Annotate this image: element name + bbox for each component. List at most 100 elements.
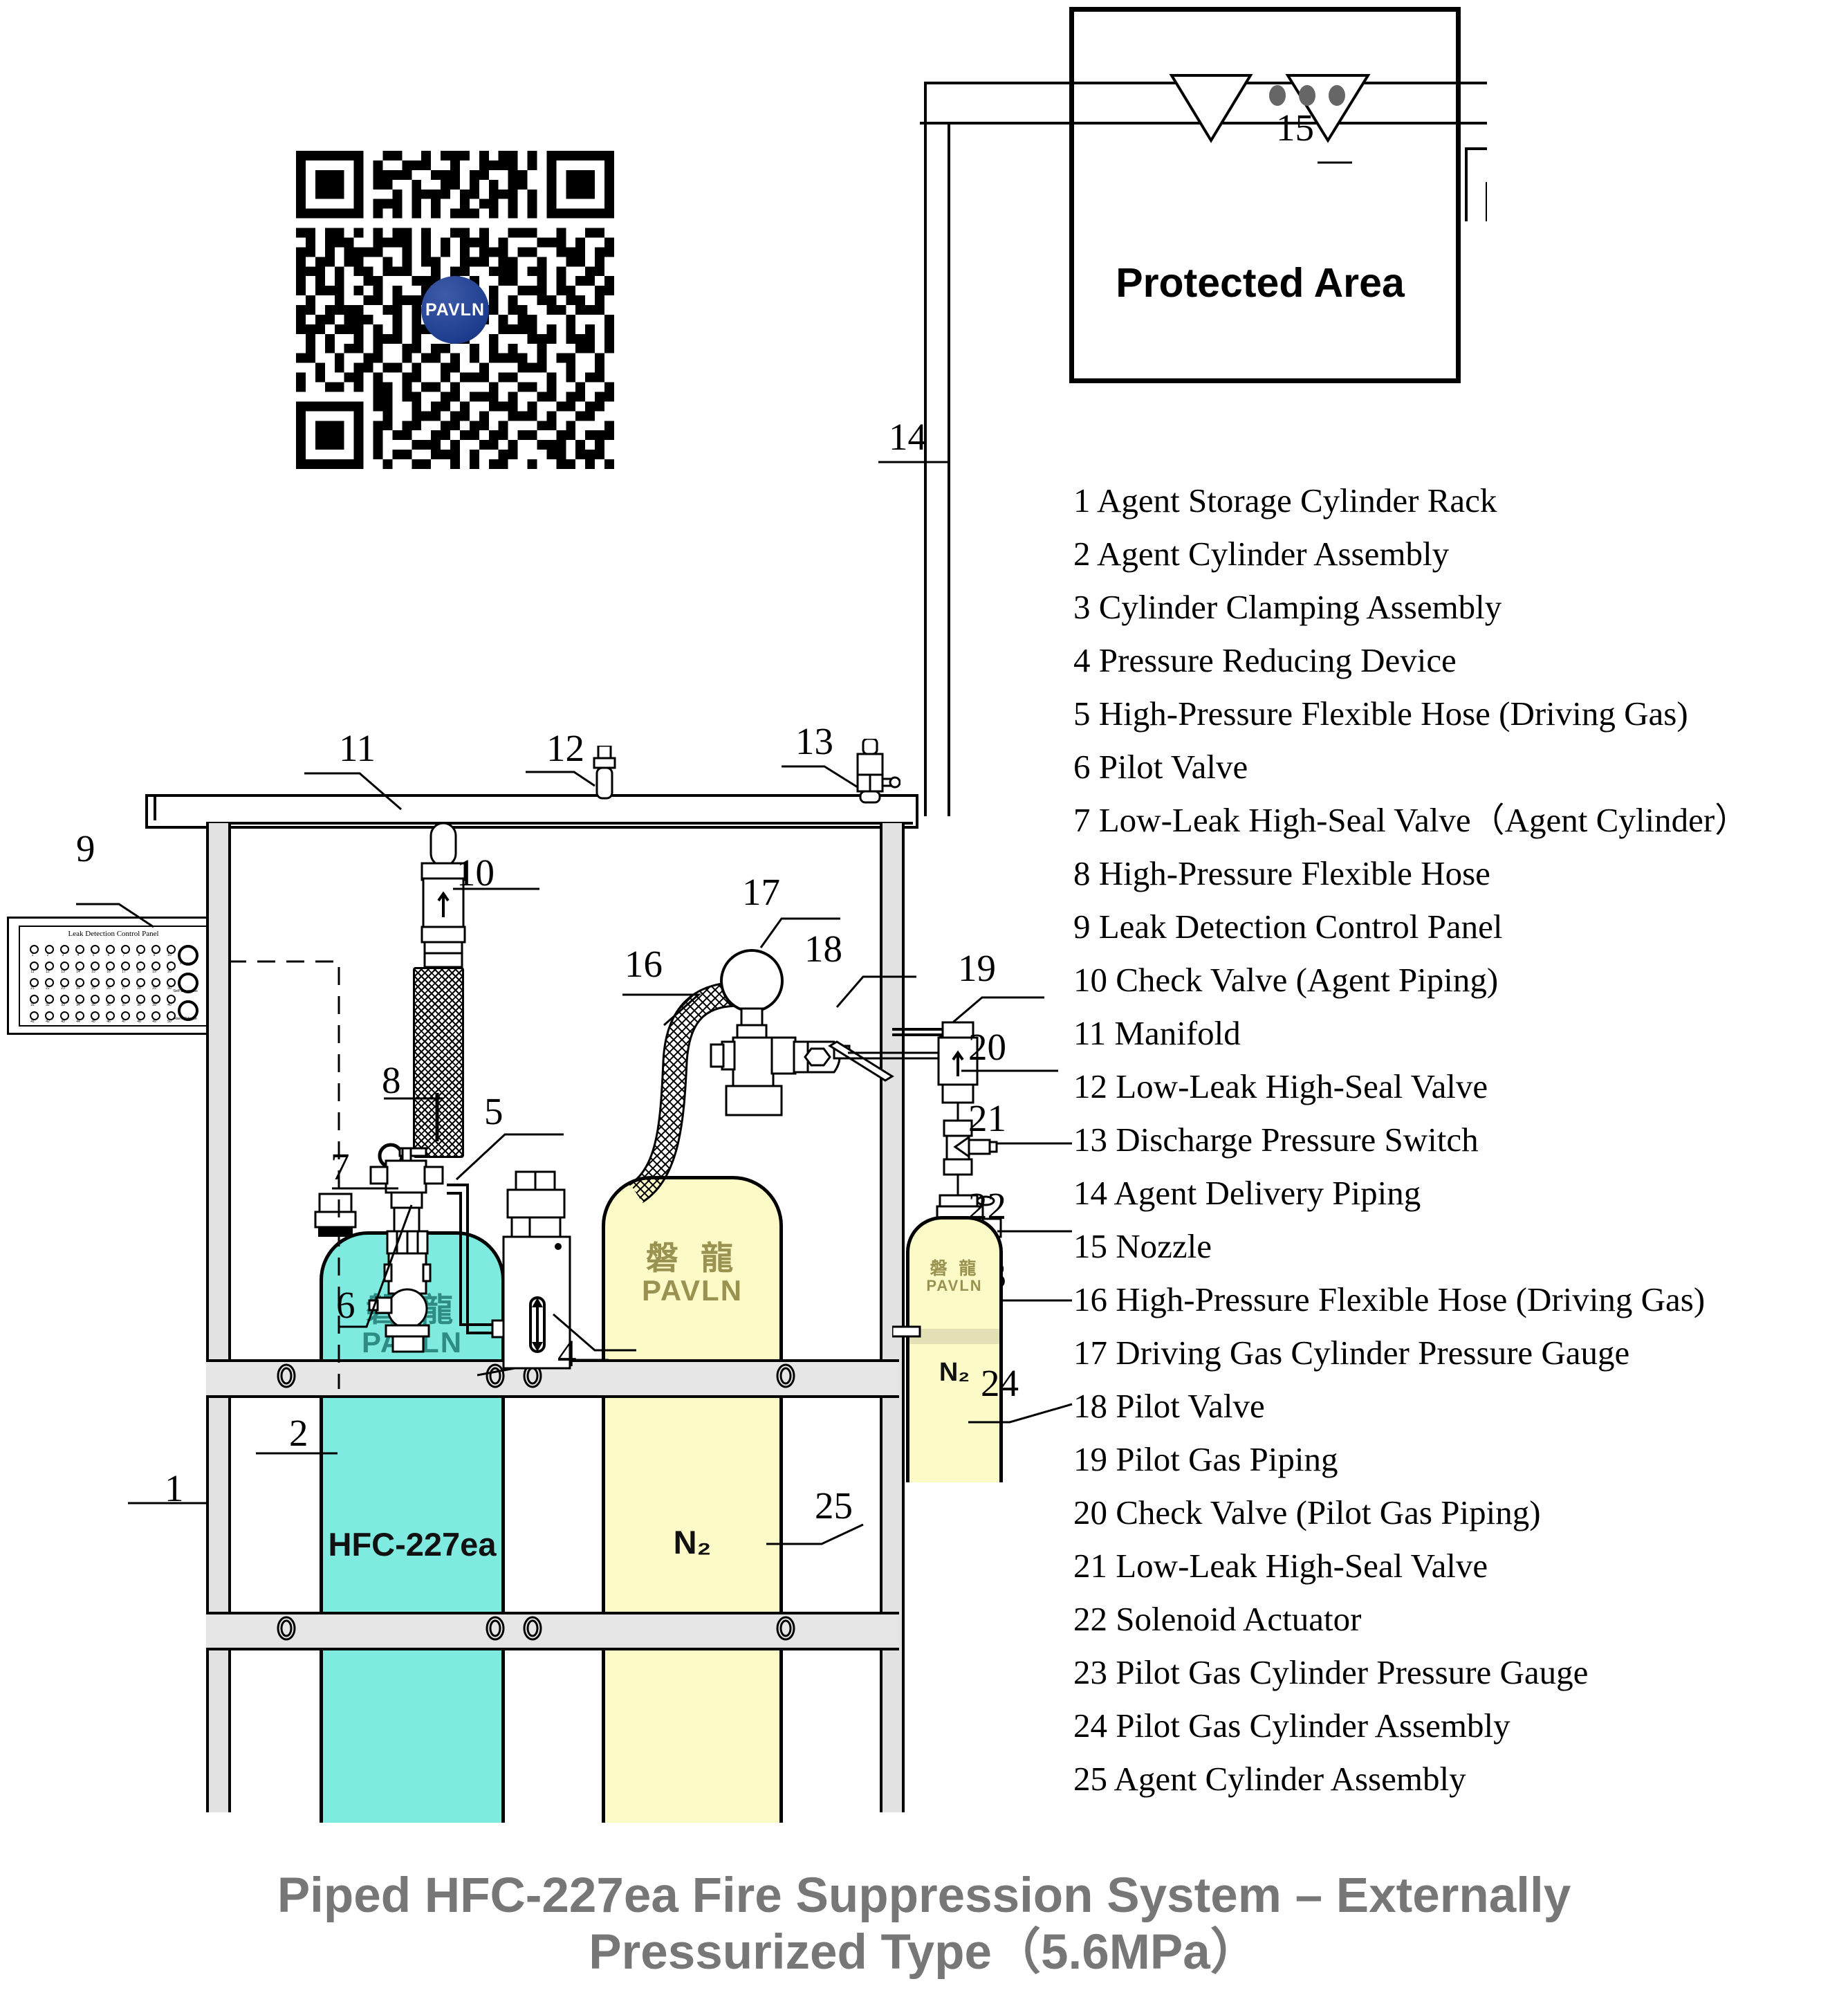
led-number: 10 (167, 953, 172, 957)
led-indicator (121, 962, 130, 970)
agent-cylinder-substance: HFC-227ea (328, 1526, 497, 1563)
led-indicator (75, 962, 84, 970)
pilot-cylinder-band (909, 1329, 999, 1344)
led-number: 8 (138, 953, 140, 957)
led-indicator (75, 1011, 84, 1020)
led-indicator (60, 945, 69, 954)
led-number: 26 (107, 986, 111, 991)
led-number: 2 (46, 953, 49, 957)
panel-button-label: Power (180, 962, 191, 966)
led-indicator (106, 945, 115, 954)
led-number: 32 (46, 1003, 50, 1007)
callout-leader-19 (944, 996, 1044, 1031)
callout-leader-16 (622, 993, 701, 1027)
band-bolts-lower (277, 1616, 795, 1641)
led-indicator (106, 1011, 115, 1020)
rack-post-left (206, 823, 231, 1812)
legend-item-19: 19 Pilot Gas Piping (1073, 1440, 1338, 1478)
led-number: 45 (91, 1020, 95, 1024)
led-indicator (75, 995, 84, 1004)
led-indicator (91, 962, 100, 970)
manifold-end-cap (154, 797, 156, 820)
panel-button-alarm-silence[interactable] (178, 1000, 198, 1021)
led-number: 7 (122, 953, 125, 957)
nozzle-piping (920, 82, 1487, 221)
callout-1: 1 (165, 1467, 184, 1509)
led-indicator (30, 995, 39, 1004)
legend-item-20: 20 Check Valve (Pilot Gas Piping) (1073, 1493, 1541, 1531)
led-number: 44 (76, 1020, 80, 1024)
led-number: 22 (46, 986, 50, 991)
legend-item-10: 10 Check Valve (Agent Piping) (1073, 961, 1499, 999)
callout-leader-11 (304, 772, 402, 811)
led-number: 48 (137, 1020, 141, 1024)
callout-15: 15 (1276, 107, 1314, 149)
brand-en-text: PAVLN (926, 1277, 983, 1295)
led-number: 15 (91, 970, 95, 974)
callout-4: 4 (557, 1332, 577, 1374)
led-number: 43 (61, 1020, 65, 1024)
led-indicator (106, 978, 115, 987)
legend-item-2: 2 Agent Cylinder Assembly (1073, 535, 1450, 573)
callout-14: 14 (889, 416, 927, 458)
driving-gas-substance: N₂ (673, 1524, 712, 1561)
hose-internal-line (435, 1093, 439, 1141)
pressure-reducing-device (502, 1170, 571, 1370)
led-number: 3 (62, 953, 64, 957)
led-indicator (60, 995, 69, 1004)
led-indicator (121, 978, 130, 987)
led-number: 24 (76, 986, 80, 991)
legend-item-22: 22 Solenoid Actuator (1073, 1600, 1362, 1638)
callout-12: 12 (546, 727, 584, 769)
callout-25: 25 (815, 1484, 853, 1527)
led-indicator (75, 978, 84, 987)
led-number: 27 (122, 986, 126, 991)
legend-item-16: 16 High-Pressure Flexible Hose (Driving … (1073, 1280, 1706, 1318)
led-indicator (167, 1011, 176, 1020)
check-valve-agent-piping (421, 823, 466, 968)
panel-button-label: Alarm Silence (174, 1017, 197, 1021)
led-indicator (136, 962, 145, 970)
callout-9: 9 (76, 827, 95, 870)
led-number: 42 (46, 1020, 50, 1024)
legend-item-11: 11 Manifold (1073, 1014, 1241, 1052)
led-number: 31 (30, 1003, 35, 1007)
callout-leader-24 (968, 1403, 1073, 1424)
callout-leader-9 (76, 903, 154, 928)
legend-item-7: 7 Low-Leak High-Seal Valve（Agent Cylinde… (1073, 801, 1749, 839)
led-number: 17 (122, 970, 126, 974)
callout-7: 7 (331, 1145, 350, 1188)
legend-item-23: 23 Pilot Gas Cylinder Pressure Gauge (1073, 1653, 1589, 1691)
led-indicator (30, 945, 39, 954)
callout-leader-13 (782, 765, 858, 789)
qr-logo-text: PAVLN (425, 300, 486, 320)
driving-gas-valve-assembly (710, 949, 941, 1116)
panel-button-power[interactable] (178, 945, 198, 966)
panel-button-self-diagnosis[interactable] (178, 973, 198, 993)
led-number: 36 (107, 1003, 111, 1007)
led-indicator (91, 1011, 100, 1020)
callout-10: 10 (456, 852, 495, 894)
led-indicator (167, 995, 176, 1004)
led-number: 25 (91, 986, 95, 991)
led-number: 16 (107, 970, 111, 974)
callout-leader-22 (997, 1230, 1072, 1233)
callout-leader-23 (997, 1299, 1072, 1302)
led-indicator (60, 978, 69, 987)
callout-17: 17 (742, 871, 780, 913)
protected-area-box (1069, 7, 1461, 383)
led-number: 9 (153, 953, 156, 957)
led-number: 30 (167, 986, 172, 991)
callout-leader-2 (256, 1452, 338, 1455)
led-indicator (45, 962, 54, 970)
rack-top-rail (206, 822, 913, 825)
led-indicator (60, 1011, 69, 1020)
led-number: 14 (76, 970, 80, 974)
protected-area-label: Protected Area (1116, 260, 1405, 306)
led-number: 47 (122, 1020, 126, 1024)
legend-item-8: 8 High-Pressure Flexible Hose (1073, 854, 1490, 892)
led-number: 37 (122, 1003, 126, 1007)
pilot-gas-brand: 磐 龍 PAVLN (909, 1259, 999, 1295)
